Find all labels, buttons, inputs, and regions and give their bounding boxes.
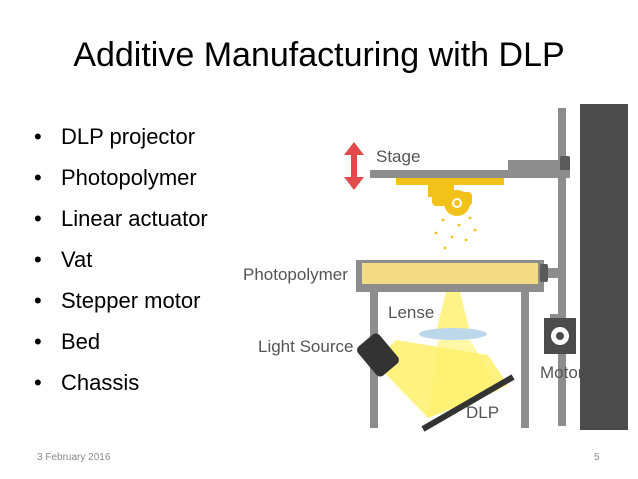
- lens: [419, 328, 487, 340]
- bullet-item: • Stepper motor: [34, 280, 208, 321]
- dlp-printer-diagram: Stage Photopolymer Lense Light Source DL…: [243, 104, 628, 432]
- bullet-item: • Bed: [34, 321, 208, 362]
- bullet-text: Chassis: [61, 370, 140, 395]
- bullet-text: Vat: [61, 247, 93, 272]
- dlp-chip: [421, 374, 515, 432]
- build-plate: [396, 178, 504, 185]
- dark-column: [580, 104, 628, 430]
- bullet-text: DLP projector: [61, 124, 196, 149]
- bullet-item: • Chassis: [34, 362, 208, 403]
- bullet-marker: •: [34, 329, 42, 354]
- label-motor: Motor: [540, 363, 584, 382]
- light-source-icon: [357, 333, 399, 377]
- bullet-item: • Vat: [34, 239, 208, 280]
- bullet-marker: •: [34, 124, 42, 149]
- stage-arm: [508, 160, 570, 170]
- bullet-marker: •: [34, 247, 42, 272]
- right-leg: [521, 292, 529, 428]
- slide-title: Additive Manufacturing with DLP: [73, 36, 565, 74]
- label-photopolymer: Photopolymer: [243, 265, 348, 284]
- label-stage: Stage: [376, 147, 420, 166]
- bullet-marker: •: [34, 370, 42, 395]
- footer-date: 3 February 2016: [37, 452, 111, 463]
- stage-connector: [560, 156, 570, 174]
- bullet-item: • Linear actuator: [34, 198, 208, 239]
- stage-plate: [370, 170, 570, 178]
- label-dlp: DLP: [466, 403, 499, 422]
- stage-motion-arrow-icon: [344, 142, 364, 190]
- bullet-item: • Photopolymer: [34, 157, 208, 198]
- bullet-marker: •: [34, 165, 42, 190]
- vertical-rail: [558, 108, 566, 426]
- vat-arm: [544, 268, 564, 278]
- bullet-list: • DLP projector • Photopolymer • Linear act…: [34, 116, 208, 403]
- label-light-source: Light Source: [258, 337, 353, 356]
- light-cone-upper: [436, 292, 470, 332]
- page-number: 5: [594, 452, 600, 463]
- bullet-item: • DLP projector: [34, 116, 208, 157]
- bullet-text: Photopolymer: [61, 165, 197, 190]
- resin-drips: [434, 216, 477, 250]
- bullet-marker: •: [34, 288, 42, 313]
- label-lense: Lense: [388, 303, 434, 322]
- light-beam-to-lens: [428, 340, 500, 418]
- bullet-text: Stepper motor: [61, 288, 201, 313]
- printed-part: [428, 185, 472, 216]
- vat-connector: [540, 264, 548, 282]
- bullet-text: Bed: [61, 329, 101, 354]
- bullet-text: Linear actuator: [61, 206, 208, 231]
- bullet-marker: •: [34, 206, 42, 231]
- vat-resin: [362, 263, 538, 284]
